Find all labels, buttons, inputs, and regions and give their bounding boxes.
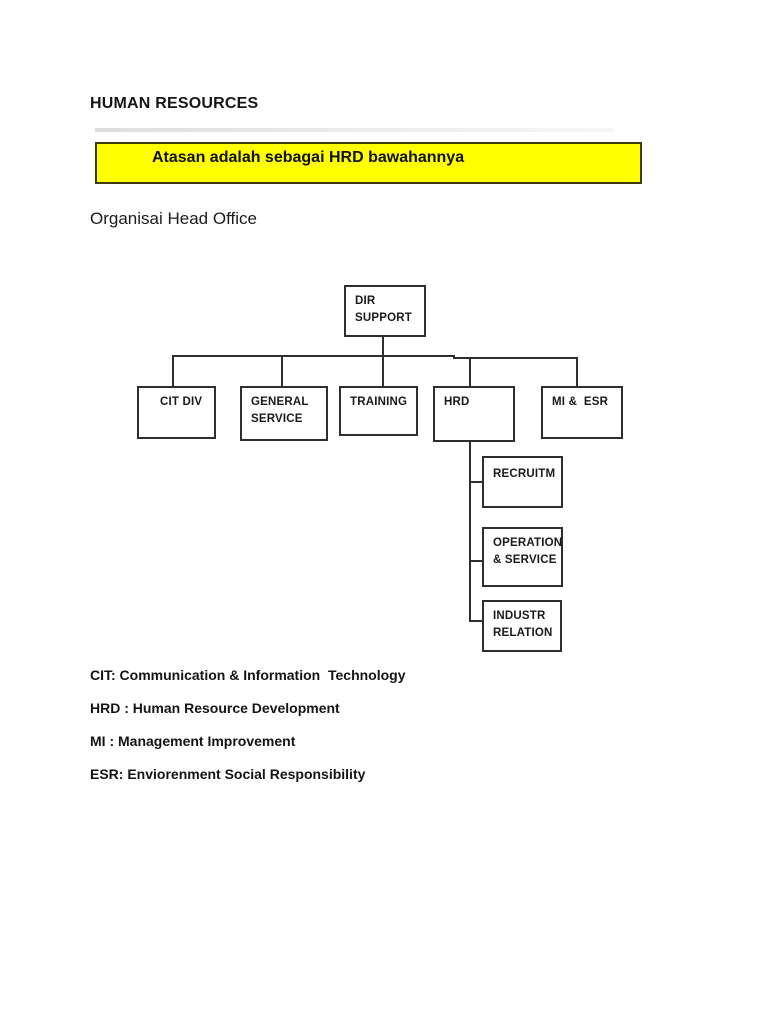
org-node-label: SUPPORT bbox=[355, 312, 412, 324]
org-node-operation-service: OPERATION & SERVICE bbox=[482, 527, 563, 587]
org-node-label: TRAINING bbox=[350, 396, 408, 408]
connector-drop-hrd bbox=[469, 357, 471, 386]
legend-line-cit: CIT: Communication & Information Technol… bbox=[90, 667, 406, 683]
highlight-banner-text: Atasan adalah sebagai HRD bawahannya bbox=[152, 149, 465, 166]
org-node-hrd: HRD bbox=[433, 386, 515, 442]
org-node-dir-support: DIR SUPPORT bbox=[344, 285, 426, 337]
org-node-general-service: GENERAL SERVICE bbox=[240, 386, 328, 441]
connector-hrd-subtree-vertical bbox=[469, 442, 471, 622]
org-node-label: CIT DIV bbox=[160, 396, 203, 408]
org-node-label: DIR bbox=[355, 295, 376, 307]
connector-stub-operation-service bbox=[469, 560, 482, 562]
legend: CIT: Communication & Information Technol… bbox=[90, 668, 406, 800]
org-node-label: SERVICE bbox=[251, 413, 303, 425]
banner-shadow bbox=[95, 128, 615, 132]
org-node-industr-relation: INDUSTR RELATION bbox=[482, 600, 562, 652]
org-node-mi-esr: MI & ESR bbox=[541, 386, 623, 439]
org-node-label: MI & ESR bbox=[552, 396, 609, 408]
org-node-training: TRAINING bbox=[339, 386, 418, 436]
highlight-banner: Atasan adalah sebagai HRD bawahannya bbox=[95, 142, 642, 184]
connector-root-vertical bbox=[382, 337, 384, 386]
connector-drop-cit-div bbox=[172, 355, 174, 386]
connector-drop-general-service bbox=[281, 355, 283, 386]
legend-line-hrd: HRD : Human Resource Development bbox=[90, 700, 340, 716]
org-node-recruitm: RECRUITM bbox=[482, 456, 563, 508]
connector-stub-industr-relation bbox=[469, 620, 482, 622]
org-node-cit-div: CIT DIV bbox=[137, 386, 216, 439]
org-node-label: HRD bbox=[444, 396, 470, 408]
org-node-label: OPERATION bbox=[493, 537, 563, 549]
page-title: HUMAN RESOURCES bbox=[90, 95, 259, 112]
legend-line-mi: MI : Management Improvement bbox=[90, 733, 296, 749]
connector-horizontal-main bbox=[172, 355, 455, 357]
connector-horizontal-right bbox=[453, 357, 578, 359]
org-node-label: RECRUITM bbox=[493, 468, 556, 480]
org-node-label: & SERVICE bbox=[493, 554, 557, 566]
connector-stub-recruitm bbox=[469, 481, 482, 483]
legend-line-esr: ESR: Enviorenment Social Responsibility bbox=[90, 766, 366, 782]
org-node-label: RELATION bbox=[493, 627, 553, 639]
section-subtitle: Organisai Head Office bbox=[90, 209, 257, 228]
connector-drop-mi-esr bbox=[576, 357, 578, 387]
org-node-label: GENERAL bbox=[251, 396, 309, 408]
org-node-label: INDUSTR bbox=[493, 610, 546, 622]
